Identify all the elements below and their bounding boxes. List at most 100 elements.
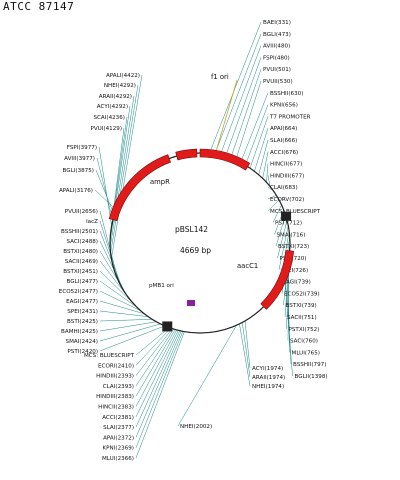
site-leader-line [225,57,262,157]
site-label: BSTXI(723) [278,244,309,250]
site-leader-line [110,84,139,254]
site-leader-line [245,104,269,166]
feature-label-f1-ori: f1 ori [211,73,229,81]
site-label: ACYI(1974) [252,366,283,372]
site-label: KPNI(656) [270,103,298,109]
site-label: SACI(760) [290,339,318,345]
site-label: EAGI(2477) [66,299,98,305]
site-leader-line [135,328,174,387]
site-label: ACYI(4292) [97,104,128,110]
site-label: BSTXI(2480) [63,249,98,255]
site-label: BSSHII(797) [293,362,326,368]
site-leader-line [230,69,262,159]
site-label: PVUII(2656) [65,209,98,215]
site-leader-line [99,270,135,305]
plasmid-size: 4669 bp [180,246,211,255]
site-label: BSSHII(2501) [61,229,98,235]
ampr-label-group: ampR [150,178,170,186]
site-label: BSTXI(2451) [63,269,98,275]
site-labels: BAEI(331)BGLI(473)AVIII(480)FSPI(480)PVU… [59,20,328,462]
site-label: ECO52I(2477) [59,289,98,295]
site-leader-line [135,327,171,366]
site-leader-line [135,331,185,459]
feature-label-aacc1: aacC1 [237,262,258,270]
site-label: APAI(664) [270,126,297,132]
site-label: HINCII(2383) [98,405,134,411]
site-label: HINDIII(2393) [96,374,134,380]
site-label: ECORV(702) [270,197,304,203]
site-label: ARAII(1974) [252,375,285,381]
site-label: PSTI(720) [280,256,307,262]
pmb1-ori-label-group: pMB1 ori [149,283,174,289]
site-label: SPEI(2431) [67,309,98,315]
site-leader-line [135,329,177,407]
site-label: CLAI(2393) [103,384,134,390]
site-label: APAI(2372) [103,435,134,441]
plasmid-name: pBSL142 [175,225,208,234]
site-label: BGLII(1398) [295,374,328,380]
site-label: FSPI(480) [263,55,290,61]
site-label: BGLI(3875) [63,168,94,174]
site-leader-line [135,330,180,428]
site-leader-line [240,92,269,163]
site-leader-line [214,33,262,155]
site-leader-line [254,128,269,172]
site-leader-line [267,199,280,211]
f1-ori-label-group: f1 ori [211,73,229,81]
site-label: APALI(3176) [59,188,93,194]
site-leader-line [135,327,170,356]
site-label: APALI(4422) [106,73,140,79]
site-leader-line [99,280,138,308]
site-label: CLAI(683) [270,185,298,191]
site-label: AVIII(480) [263,44,290,50]
site-label: BGLI(2477) [67,279,98,285]
site-leader-line [109,95,135,248]
site-leader-line [135,329,176,397]
site-leader-line [266,163,269,183]
site-leader-line [235,80,262,161]
site-leader-line [278,225,289,270]
site-label: SACI(2488) [66,239,98,245]
site-label: NHEI(4292) [104,83,136,89]
site-label: BSTXI(739) [286,303,317,309]
site-label: SMAI(2424) [66,339,98,345]
arc-aacc1 [260,250,294,310]
site-label: PVUI(4129) [90,126,122,132]
site-label: PSTI(2420) [67,349,98,355]
site-label: HINCII(677) [270,162,302,168]
site-leader-line [209,21,262,154]
site-leader-line [94,189,117,211]
site-label: ECO52I(739) [284,291,320,297]
site-label: BSTI(2425) [67,319,98,325]
site-leader-line [258,139,269,175]
site-label: MLUI(2366) [102,456,134,462]
site-leader-line [96,157,114,221]
site-label: MCS: BLUESCRIPT [270,209,321,215]
site-label: MCS: BLUESCRIPT [84,353,135,359]
site-leader-line [287,263,290,353]
feature-label-ampr: ampR [150,178,170,186]
site-label: T7 PROMOTER [269,114,311,120]
site-leader-line [135,331,184,448]
site-leader-line [272,204,282,223]
mcs-blocks [162,211,292,332]
figure-title: ATCC 87147 [3,0,75,13]
site-leader-line [249,116,269,169]
site-label: SACII(751) [287,315,317,321]
site-label: SMAI(716) [277,232,306,238]
site-leader-line [99,290,142,312]
site-label: NHEI(1974) [252,384,284,390]
site-label: FSPI(3977) [67,145,97,151]
site-leader-line [98,146,112,226]
site-leader-line [99,310,149,317]
site-leader-line [242,322,251,378]
site-label: lacZ [86,219,98,225]
mcs-block-right [281,211,292,221]
site-leader-line [239,323,251,387]
site-label: ACCI(676) [270,150,298,156]
site-leader-line [99,319,153,322]
site-label: SCAI(4236) [93,115,125,121]
site-leader-line [111,74,143,259]
site-label: AVIII(3977) [64,156,95,162]
